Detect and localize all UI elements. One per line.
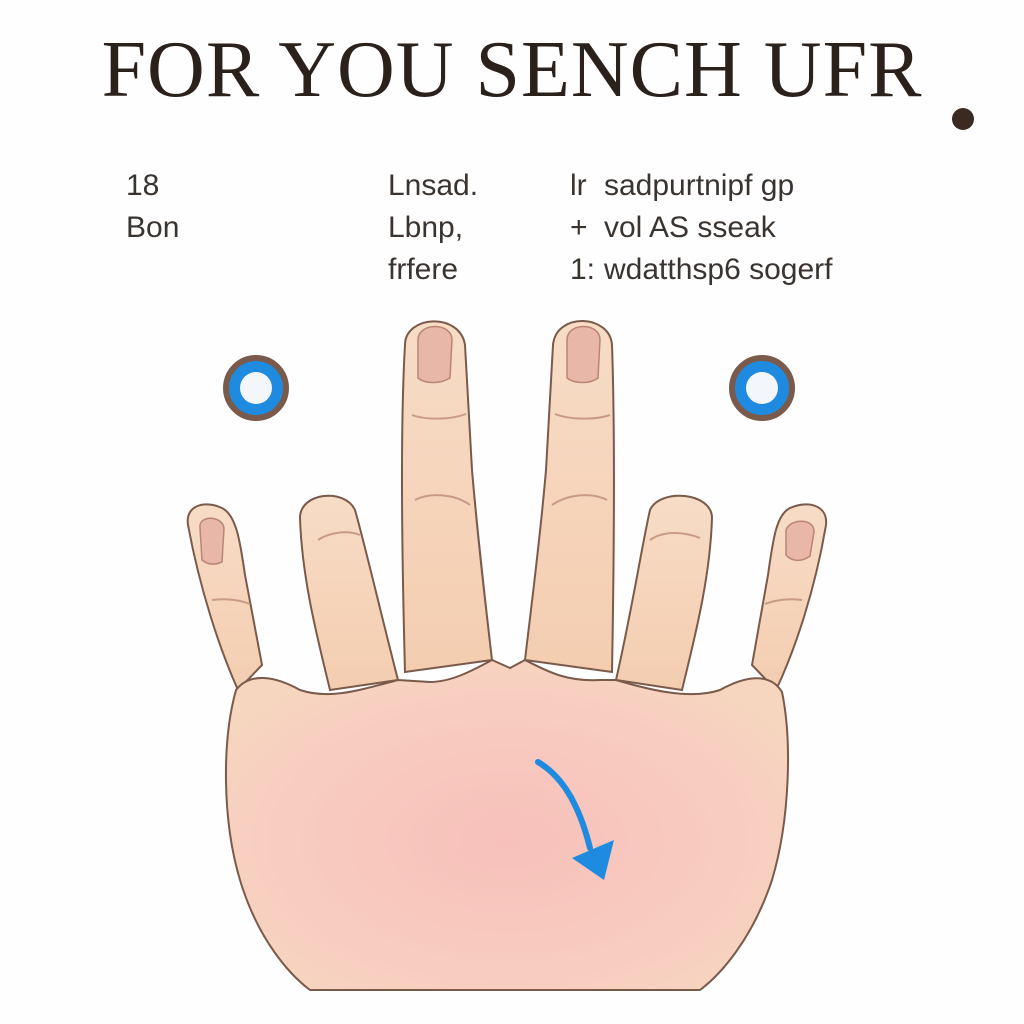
label-left-2: Bon: [126, 211, 180, 244]
finger-creases: [211, 413, 803, 605]
target-marker-icon: [729, 355, 795, 421]
label-middle-1: Lnsad.: [388, 169, 479, 202]
finger-left-inner: [298, 494, 400, 692]
label-middle-3: frfere: [388, 253, 459, 286]
row-marker: +: [570, 211, 588, 244]
label-left-1: 18: [126, 169, 160, 202]
target-marker-icon: [223, 355, 289, 421]
row-text: vol AS sseak: [604, 211, 776, 244]
title-dot: [952, 108, 974, 130]
label-column-left: 18 Bon: [126, 165, 179, 249]
row-text: sadpurtnipf gp: [604, 169, 795, 202]
label-middle-2: Lbnp,: [388, 211, 464, 244]
fingernails: [199, 325, 815, 565]
row-text: wdatthsp6 sogerf: [604, 253, 833, 286]
label-right-row-1: lr sadpurtnipf gp: [570, 165, 832, 207]
label-column-middle: Lnsad. Lbnp, frfere: [388, 165, 478, 291]
row-marker: lr: [570, 169, 587, 202]
finger-left-outer: [186, 503, 264, 692]
label-right-row-3: 1:wdatthsp6 sogerf: [570, 249, 832, 291]
page-title: FOR YOU SENCH UFR: [101, 26, 923, 114]
row-marker: 1:: [570, 253, 596, 286]
palm: [225, 658, 789, 991]
label-right-row-2: + vol AS sseak: [570, 207, 832, 249]
finger-right-inner: [614, 494, 714, 692]
curved-arrow-icon: [535, 759, 614, 880]
label-column-right: lr sadpurtnipf gp + vol AS sseak 1:wdatths…: [570, 165, 832, 291]
